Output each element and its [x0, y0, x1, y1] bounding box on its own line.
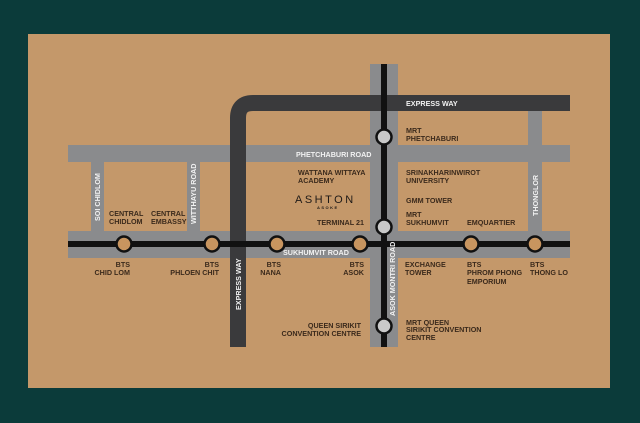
expressway [230, 95, 570, 347]
station-label: BTS [530, 260, 545, 269]
mrt-station-qsncc [375, 317, 393, 335]
station-label: PHLOEN CHIT [170, 268, 219, 277]
station-label: PHETCHABURI [406, 134, 458, 143]
sukhumvit-road-label: SUKHUMVIT ROAD [283, 248, 349, 257]
station-label: BTS [116, 260, 131, 269]
bts-station-phromphong [462, 235, 480, 253]
landmark-label: WATTANA WITTAYA [298, 168, 365, 177]
bts-line [68, 241, 570, 247]
bts-station-thonglo [526, 235, 544, 253]
landmark-label: TERMINAL 21 [317, 218, 364, 227]
landmark-label: EXCHANGE [405, 260, 446, 269]
ashton-logo: ASHTON [295, 194, 356, 206]
bts-station-nana [268, 235, 286, 253]
phetchaburi-road-label: PHETCHABURI ROAD [296, 150, 371, 159]
landmark-label: GMM TOWER [406, 196, 453, 205]
station-label: MRT [406, 210, 422, 219]
station-label: NANA [260, 268, 281, 277]
landmark-label: QUEEN SIRIKIT [308, 321, 362, 330]
bts-station-asok [351, 235, 369, 253]
expressway-label: EXPRESS WAY [406, 99, 458, 108]
station-label: BTS [467, 260, 482, 269]
station-label: BTS [267, 260, 282, 269]
station-label: CHID LOM [94, 268, 130, 277]
mrt-station-sukhumvit [375, 218, 393, 236]
station-label: MRT [406, 126, 422, 135]
landmark-label: CENTRAL [109, 209, 144, 218]
ashton-logo-sub: ASOKE [317, 205, 339, 210]
landmark-label: CHIDLOM [109, 217, 143, 226]
map-panel [28, 34, 610, 388]
station-label: SIRIKIT CONVENTION [406, 325, 481, 334]
station-label: BTS [205, 260, 220, 269]
landmark-label: CONVENTION CENTRE [282, 329, 362, 338]
landmark-label: UNIVERSITY [406, 176, 449, 185]
bts-station-chidlom [115, 235, 133, 253]
mrt-line [381, 64, 387, 347]
thonglor-road [528, 111, 542, 231]
landmark-label: EMBASSY [151, 217, 187, 226]
landmark-label: TOWER [405, 268, 432, 277]
landmark-label: EMQUARTIER [467, 218, 516, 227]
landmark-label: CENTRAL [151, 209, 186, 218]
soi-chidlom-label: SOI CHIDLOM [93, 173, 102, 221]
thonglor-label: THONGLOR [531, 174, 540, 216]
station-label: ASOK [343, 268, 365, 277]
phetchaburi-road [68, 145, 570, 162]
expressway-vertical-label: EXPRESS WAY [234, 258, 243, 310]
bts-station-phloenchit [203, 235, 221, 253]
station-label: CENTRE [406, 333, 436, 342]
soi-chidlom-road [91, 162, 104, 231]
station-label: MRT QUEEN [406, 318, 449, 327]
station-label: SUKHUMVIT [406, 218, 449, 227]
station-label: BTS [350, 260, 365, 269]
station-label: THONG LO [530, 268, 568, 277]
landmark-label: EMPORIUM [467, 277, 507, 286]
witthayu-road [187, 162, 200, 231]
station-label: PHROM PHONG [467, 268, 523, 277]
mrt-station-phetchaburi [375, 128, 393, 146]
witthayu-road-label: WITTHAYU ROAD [189, 164, 198, 224]
asok-montri-road-label: ASOK MONTRI ROAD [388, 242, 397, 316]
landmark-label: SRINAKHARINWIROT [406, 168, 481, 177]
landmark-label: ACADEMY [298, 176, 335, 185]
